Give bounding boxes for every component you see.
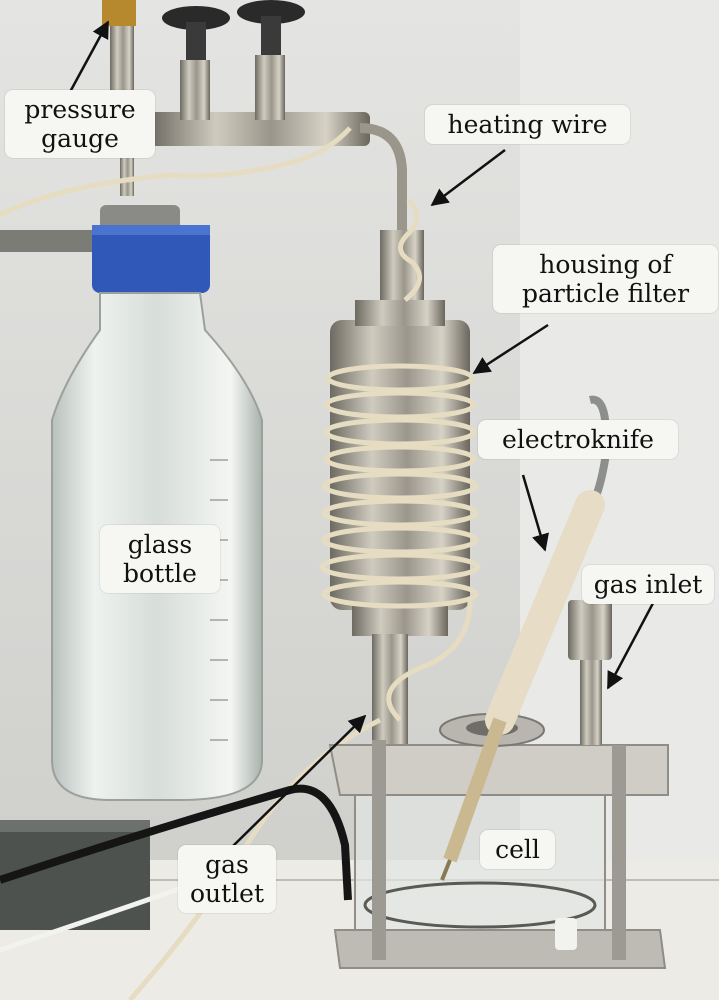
label-electroknife: electroknife: [478, 420, 678, 459]
label-glass-bottle: glass bottle: [100, 525, 220, 593]
electrochemical-cell: [328, 600, 669, 969]
label-gas-outlet: gas outlet: [178, 845, 276, 913]
annotation-arrows: [68, 20, 662, 848]
label-pressure-gauge: pressure gauge: [5, 90, 155, 158]
valve-knobs: [162, 0, 305, 62]
label-gas-inlet: gas inlet: [582, 565, 714, 604]
arrow-gas-outlet: [231, 714, 367, 848]
label-cell: cell: [480, 830, 555, 869]
label-heating-wire: heating wire: [425, 105, 630, 144]
cables: [0, 784, 352, 901]
clamp-rod: [0, 230, 120, 252]
arrow-electroknife: [521, 474, 549, 552]
arrow-heating-wire: [430, 149, 506, 207]
arrow-gas-inlet: [606, 589, 662, 690]
electroknife-tool: [440, 395, 610, 881]
arrow-pressure-gauge: [68, 20, 110, 93]
label-housing-of-particle-filter: housing of particle filter: [493, 245, 718, 313]
arrow-housing: [472, 323, 549, 375]
